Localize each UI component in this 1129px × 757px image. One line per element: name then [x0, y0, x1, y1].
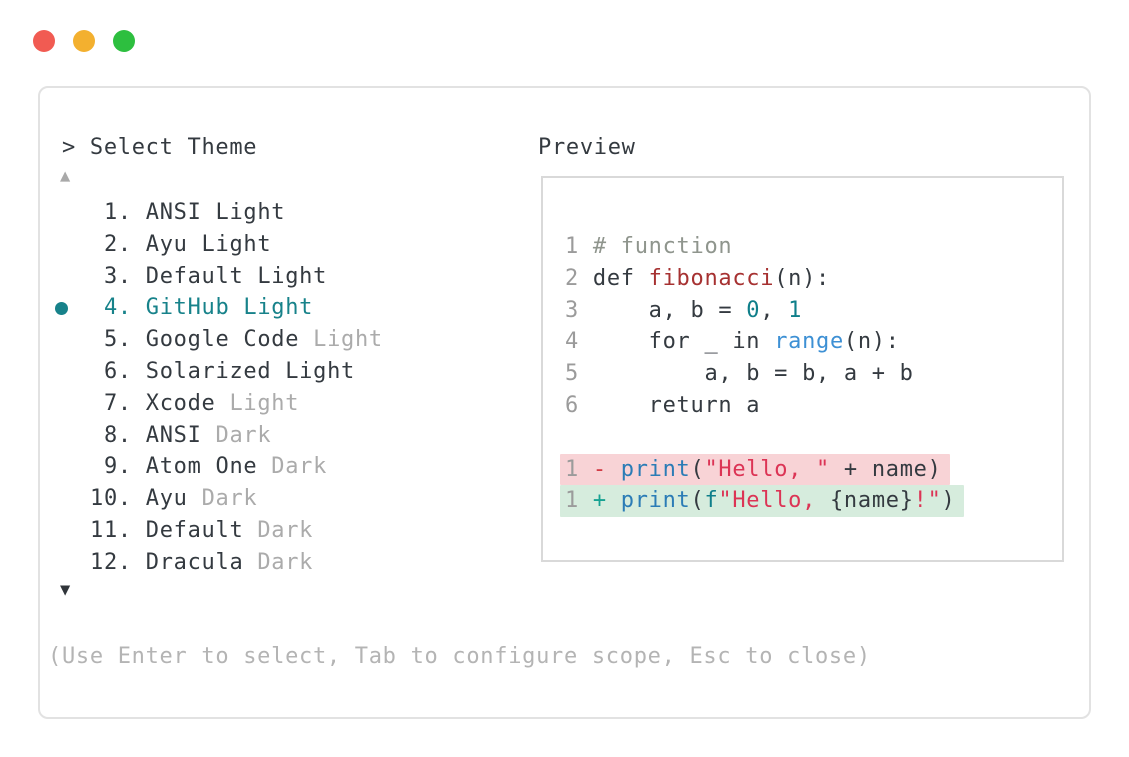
keyboard-hint: (Use Enter to select, Tab to configure s…	[48, 644, 871, 669]
theme-option-label: 10. Ayu	[90, 486, 202, 512]
theme-option-label: 12. Dracula	[90, 549, 258, 575]
theme-option-label: 9. Atom One	[90, 454, 272, 480]
code-line-2: 2 def fibonacci(n):	[565, 265, 830, 291]
theme-list: 1. ANSI Light 2. Ayu Light 3. Default Li…	[40, 197, 510, 579]
theme-option-label: 6. Solarized Light	[90, 358, 355, 384]
theme-option-label: 2. Ayu Light	[90, 231, 272, 257]
theme-option-8[interactable]: 8. ANSI Dark	[40, 420, 510, 452]
scroll-up-icon: ▲	[60, 166, 71, 186]
diff-line-added: 1 + print(f"Hello, {name}!")	[560, 485, 964, 518]
code-line-1: 1 # function	[565, 234, 733, 259]
dialog-title: > Select Theme	[62, 135, 258, 160]
theme-option-variant: Light	[313, 327, 383, 353]
theme-option-label: 4. GitHub Light	[90, 295, 314, 321]
diff-highlight-removed: 1 - print("Hello, " + name)	[560, 453, 950, 486]
code-line-5: 5 a, b = b, a + b	[565, 361, 914, 387]
theme-option-label: 11. Default	[90, 517, 258, 543]
theme-option-1[interactable]: 1. ANSI Light	[40, 197, 510, 229]
minimize-window-button[interactable]	[73, 30, 95, 52]
theme-option-5[interactable]: 5. Google Code Light	[40, 324, 510, 356]
theme-option-variant: Dark	[271, 454, 328, 480]
scroll-down-icon: ▼	[60, 580, 71, 600]
zoom-window-button[interactable]	[113, 30, 135, 52]
theme-option-variant: Dark	[201, 486, 258, 512]
theme-option-2[interactable]: 2. Ayu Light	[40, 229, 510, 261]
theme-option-label: 5. Google Code	[90, 327, 314, 353]
selected-bullet-icon	[55, 301, 68, 315]
preview-label: Preview	[538, 135, 636, 160]
theme-option-label: 7. Xcode	[90, 390, 230, 416]
theme-option-4[interactable]: 4. GitHub Light	[40, 292, 510, 324]
theme-option-10[interactable]: 10. Ayu Dark	[40, 483, 510, 515]
theme-option-3[interactable]: 3. Default Light	[40, 261, 510, 293]
theme-option-6[interactable]: 6. Solarized Light	[40, 356, 510, 388]
theme-option-9[interactable]: 9. Atom One Dark	[40, 451, 510, 483]
theme-option-variant: Light	[229, 390, 300, 416]
preview-pane: 1 # function 2 def fibonacci(n): 3 a, b = …	[541, 176, 1064, 562]
diff-line-removed: 1 - print("Hello, " + name)	[560, 453, 964, 486]
theme-option-variant: Dark	[215, 422, 272, 448]
window-controls	[33, 30, 135, 52]
code-line-6: 6 return a	[565, 392, 761, 418]
theme-option-11[interactable]: 11. Default Dark	[40, 515, 510, 547]
code-line-blank	[565, 422, 964, 454]
code-preview: 1 # function 2 def fibonacci(n): 3 a, b = …	[560, 231, 964, 518]
code-line-4: 4 for _ in range(n):	[565, 329, 900, 355]
theme-picker-dialog: > Select Theme Preview ▲ 1. ANSI Light 2…	[38, 86, 1091, 719]
theme-option-variant: Dark	[257, 517, 314, 543]
close-window-button[interactable]	[33, 30, 55, 52]
theme-option-label: 8. ANSI	[90, 422, 216, 448]
diff-highlight-added: 1 + print(f"Hello, {name}!")	[560, 485, 964, 518]
code-line-3: 3 a, b = 0, 1	[565, 297, 803, 323]
theme-option-label: 3. Default Light	[90, 263, 328, 289]
theme-option-12[interactable]: 12. Dracula Dark	[40, 547, 510, 579]
theme-option-variant: Dark	[257, 549, 314, 575]
theme-option-label: 1. ANSI Light	[90, 200, 286, 225]
theme-option-7[interactable]: 7. Xcode Light	[40, 388, 510, 420]
